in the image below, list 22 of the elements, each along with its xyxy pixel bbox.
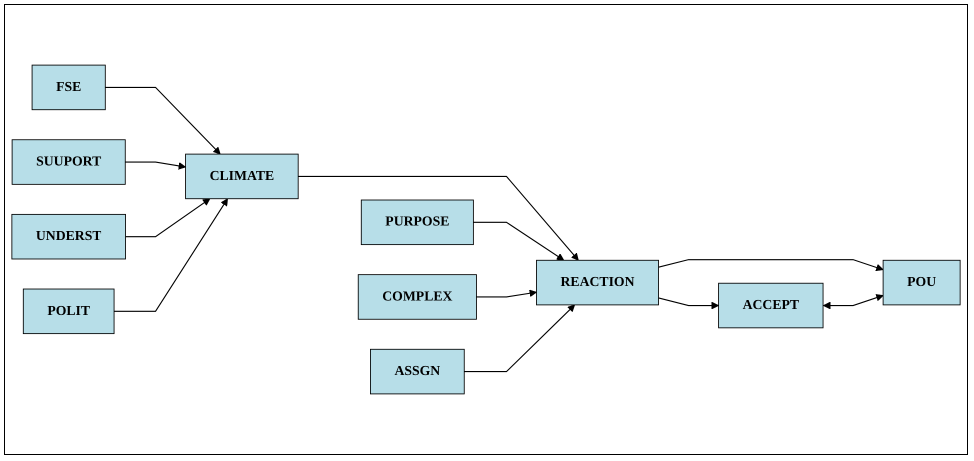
arrow: [125, 161, 186, 170]
node-box: UNDERST: [11, 214, 126, 260]
arrow: [476, 290, 537, 298]
arrow: [473, 222, 564, 261]
node-box: PURPOSE: [360, 200, 474, 246]
node-box: ASSGN: [370, 348, 465, 394]
node-box: FSE: [32, 64, 106, 110]
arrow: [126, 198, 210, 238]
node-box: SUUPORT: [12, 139, 126, 185]
node-box: CLIMATE: [185, 154, 299, 200]
arrow: [658, 297, 719, 310]
node-box: POLIT: [22, 288, 114, 334]
node-box: REACTION: [536, 260, 659, 306]
arrow: [823, 294, 884, 310]
node-box: ACCEPT: [718, 282, 824, 328]
node-box: POU: [882, 260, 961, 306]
arrow: [658, 259, 884, 272]
arrow: [298, 176, 579, 261]
node-box: COMPLEX: [358, 274, 477, 320]
arrow: [114, 198, 228, 312]
arrow: [464, 304, 576, 372]
arrow: [105, 86, 221, 154]
